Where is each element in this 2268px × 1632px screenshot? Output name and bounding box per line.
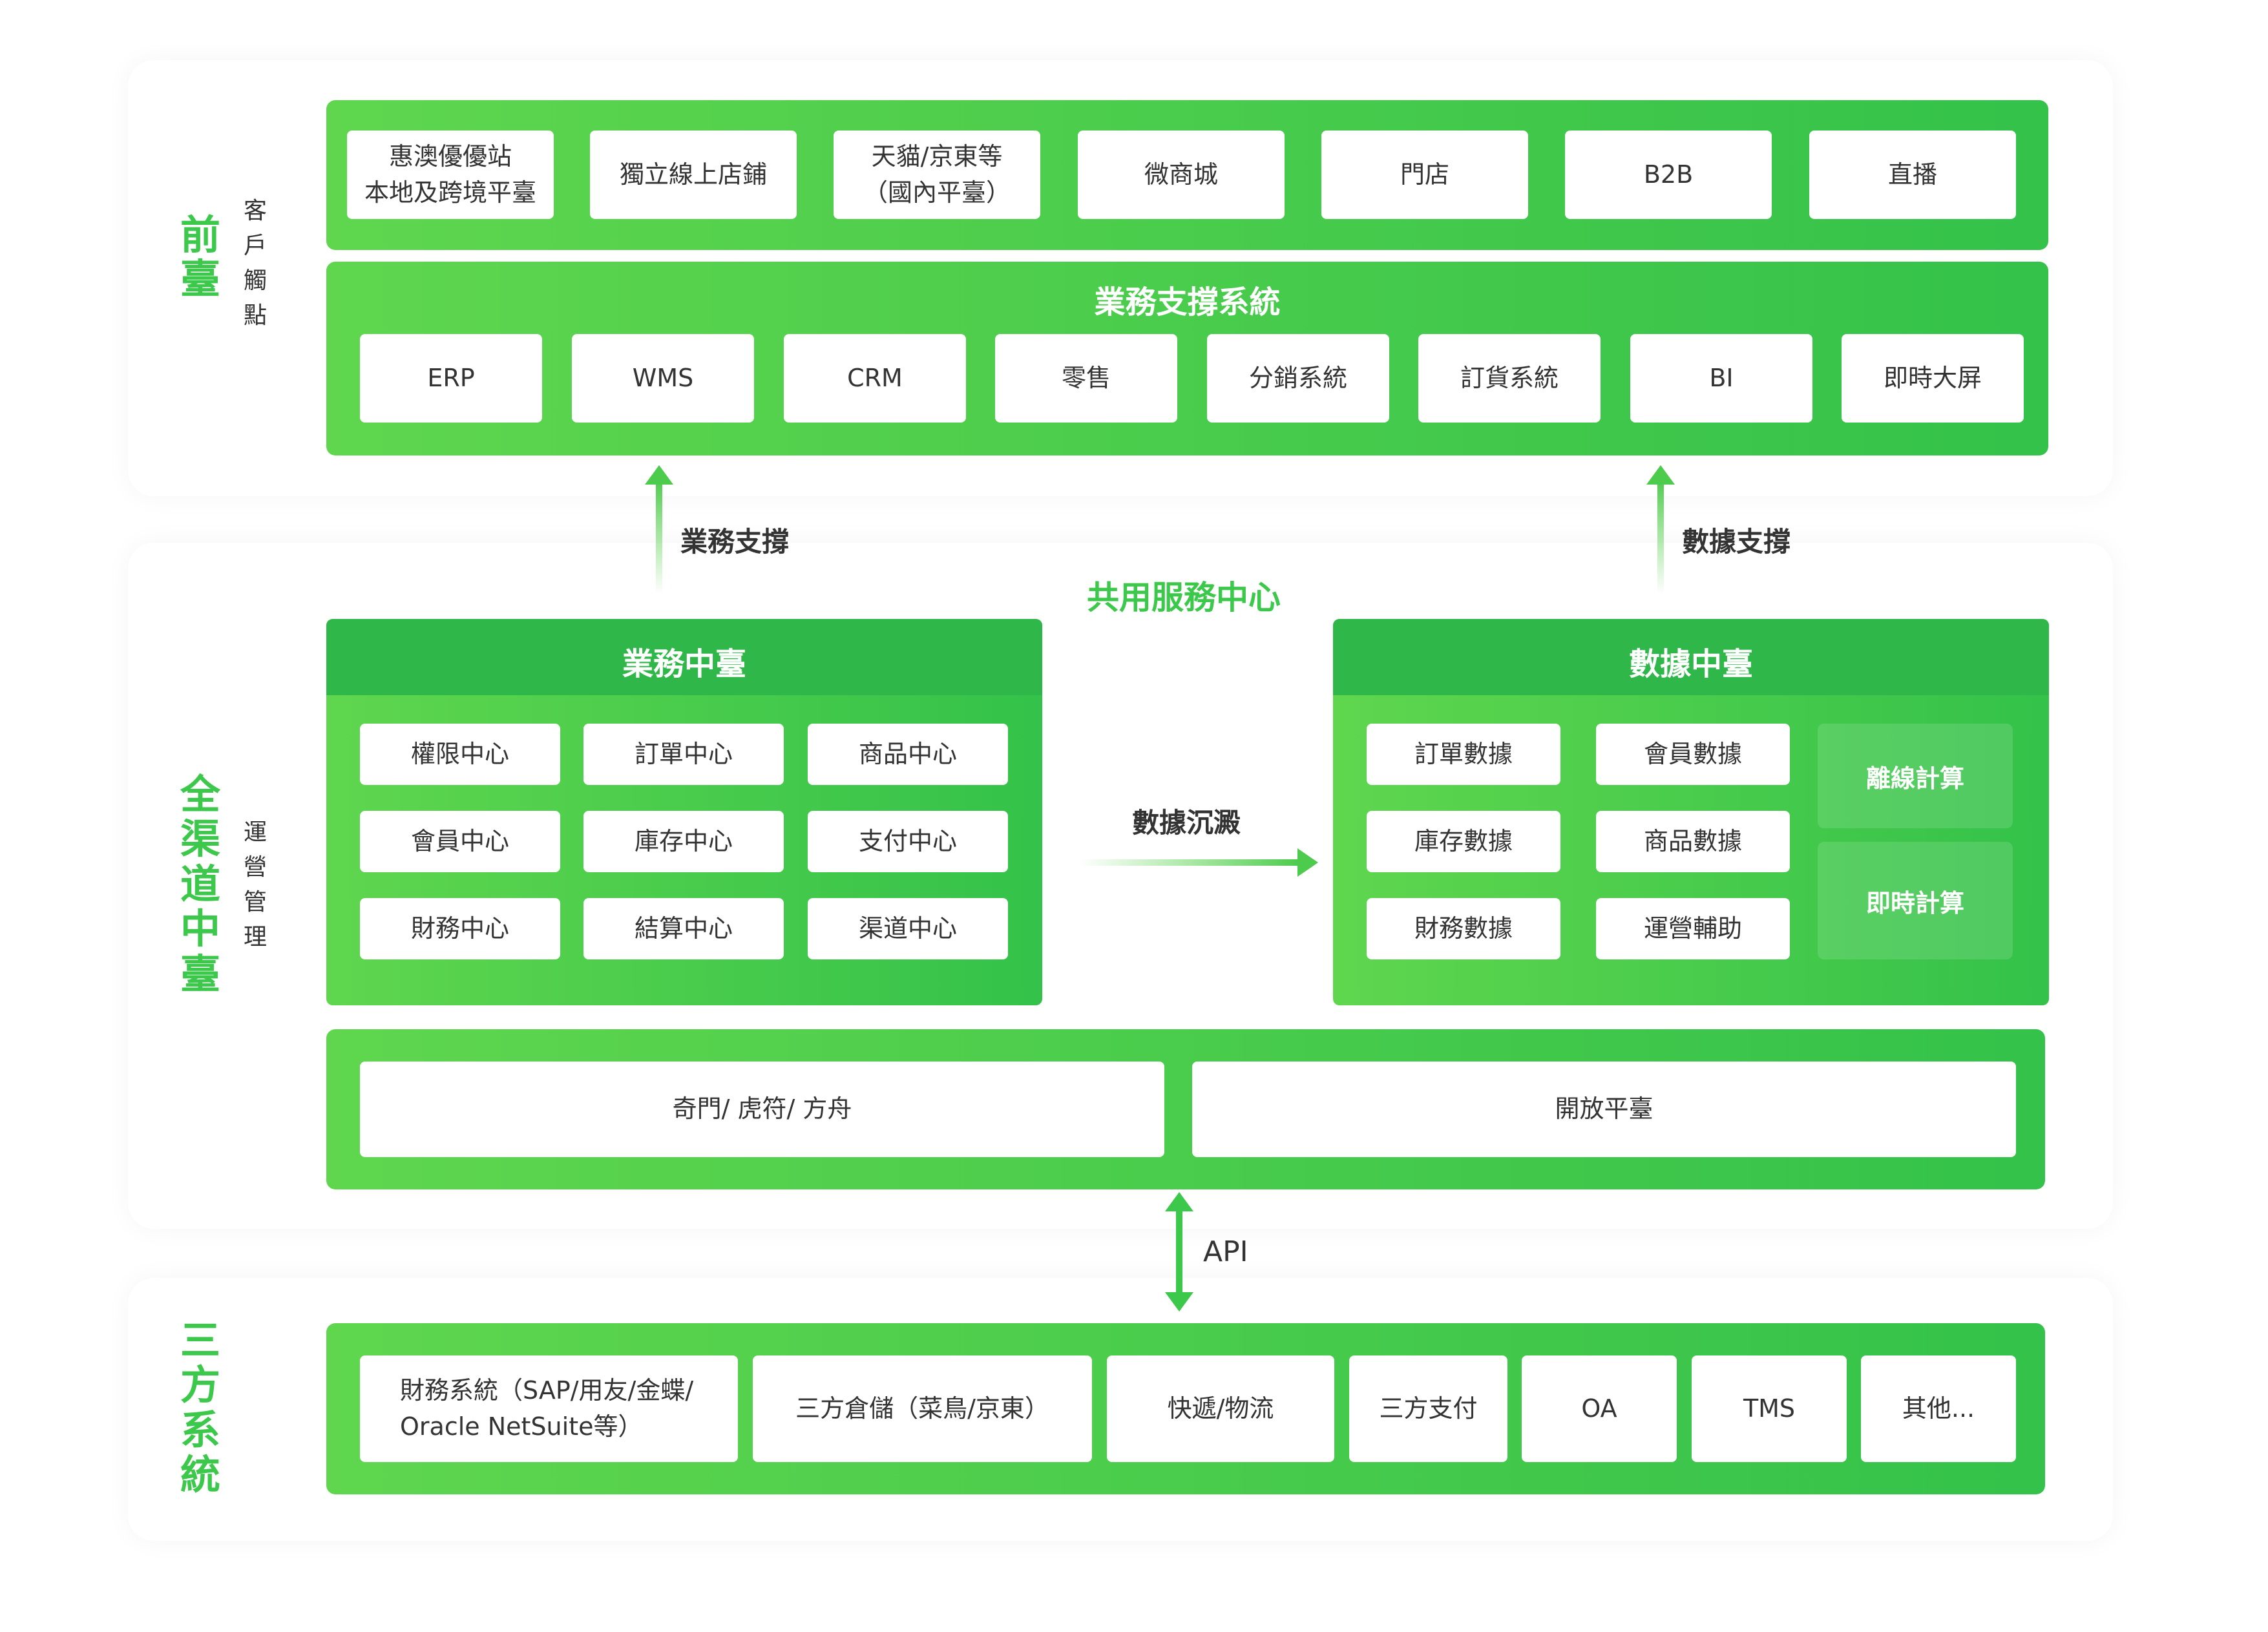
data-item-1: 訂單數據	[1367, 724, 1560, 785]
api-label: API	[1203, 1235, 1248, 1268]
data-platform-header	[1333, 619, 2049, 695]
data-item-2: 會員數據	[1596, 724, 1790, 785]
data-platform: 數據中臺 訂單數據 會員數據 庫存數據 商品數據 財務數據 運營輔助 離線計算 …	[1333, 619, 2049, 1005]
business-platform-header	[326, 619, 1042, 695]
data-support-label: 數據支撐	[1682, 526, 1791, 558]
offline-compute: 離線計算	[1818, 724, 2013, 828]
touchpoint-7: 直播	[1809, 131, 2016, 219]
touchpoint-1: 惠澳優優站 本地及跨境平臺	[347, 131, 554, 219]
touchpoint-6: B2B	[1565, 131, 1772, 219]
support-item-crm: CRM	[784, 334, 966, 423]
support-item-retail: 零售	[995, 334, 1177, 423]
front-title: 前 臺	[180, 211, 220, 303]
biz-item-4: 會員中心	[360, 811, 560, 872]
touchpoint-3: 天貓/京東等 （國內平臺）	[834, 131, 1040, 219]
biz-item-6: 支付中心	[808, 811, 1008, 872]
touchpoints-bar: 惠澳優優站 本地及跨境平臺 獨立線上店鋪 天貓/京東等 （國內平臺） 微商城 門…	[326, 100, 2048, 250]
qimen-hufu-fangzhou: 奇門/ 虎符/ 方舟	[360, 1062, 1164, 1157]
middle-title: 全 渠 道 中 臺	[180, 771, 220, 998]
data-platform-title: 數據中臺	[1628, 646, 1753, 682]
open-platform: 開放平臺	[1192, 1062, 2016, 1157]
data-support-arrow	[1646, 465, 1675, 594]
front-subtitle: 客 戶 觸 點	[243, 198, 267, 329]
business-support-label: 業務支撐	[680, 526, 790, 558]
biz-item-7: 財務中心	[360, 898, 560, 959]
biz-item-5: 庫存中心	[583, 811, 784, 872]
business-platform-title: 業務中臺	[622, 646, 746, 682]
support-system-bar: 業務支撐系統 ERP WMS CRM 零售 分銷系統 訂貨系統 BI 即時大屏	[326, 262, 2048, 455]
support-item-distribution: 分銷系統	[1207, 334, 1389, 423]
shared-center-title: 共用服務中心	[1087, 579, 1281, 616]
open-platform-bar: 奇門/ 虎符/ 方舟 開放平臺	[326, 1029, 2045, 1189]
third-item-tms: TMS	[1692, 1355, 1847, 1462]
support-item-erp: ERP	[360, 334, 542, 423]
data-deposit-label: 數據沉澱	[1132, 807, 1241, 839]
data-deposit-arrow	[1079, 848, 1318, 877]
middle-subtitle: 運 營 管 理	[243, 819, 267, 950]
third-item-warehouse: 三方倉儲（菜鳥/京東）	[753, 1355, 1092, 1462]
data-item-3: 庫存數據	[1367, 811, 1560, 872]
biz-item-2: 訂單中心	[583, 724, 784, 785]
business-platform: 業務中臺 權限中心 訂單中心 商品中心 會員中心 庫存中心 支付中心 財務中心 …	[326, 619, 1042, 1005]
support-item-ordering: 訂貨系統	[1418, 334, 1601, 423]
data-item-4: 商品數據	[1596, 811, 1790, 872]
touchpoint-2: 獨立線上店鋪	[590, 131, 797, 219]
third-item-oa: OA	[1522, 1355, 1677, 1462]
data-item-5: 財務數據	[1367, 898, 1560, 959]
touchpoint-4: 微商城	[1078, 131, 1285, 219]
support-system-title: 業務支撐系統	[1094, 284, 1281, 320]
biz-item-3: 商品中心	[808, 724, 1008, 785]
third-item-payment: 三方支付	[1349, 1355, 1507, 1462]
support-item-bi: BI	[1630, 334, 1812, 423]
third-item-finance: 財務系統（SAP/用友/金蝶/ Oracle NetSuite等）	[360, 1355, 738, 1462]
data-item-6: 運營輔助	[1596, 898, 1790, 959]
support-item-wms: WMS	[572, 334, 754, 423]
support-item-bigscreen: 即時大屏	[1842, 334, 2024, 423]
business-support-arrow	[645, 465, 673, 594]
touchpoint-5: 門店	[1321, 131, 1528, 219]
third-party-bar: 財務系統（SAP/用友/金蝶/ Oracle NetSuite等） 三方倉儲（菜…	[326, 1323, 2045, 1494]
realtime-compute: 即時計算	[1818, 842, 2013, 959]
biz-item-9: 渠道中心	[808, 898, 1008, 959]
biz-item-1: 權限中心	[360, 724, 560, 785]
biz-item-8: 結算中心	[583, 898, 784, 959]
third-party-title: 三 方 系 統	[180, 1317, 220, 1499]
api-arrow	[1165, 1192, 1193, 1312]
third-item-express: 快遞/物流	[1107, 1355, 1334, 1462]
third-item-others: 其他...	[1861, 1355, 2016, 1462]
